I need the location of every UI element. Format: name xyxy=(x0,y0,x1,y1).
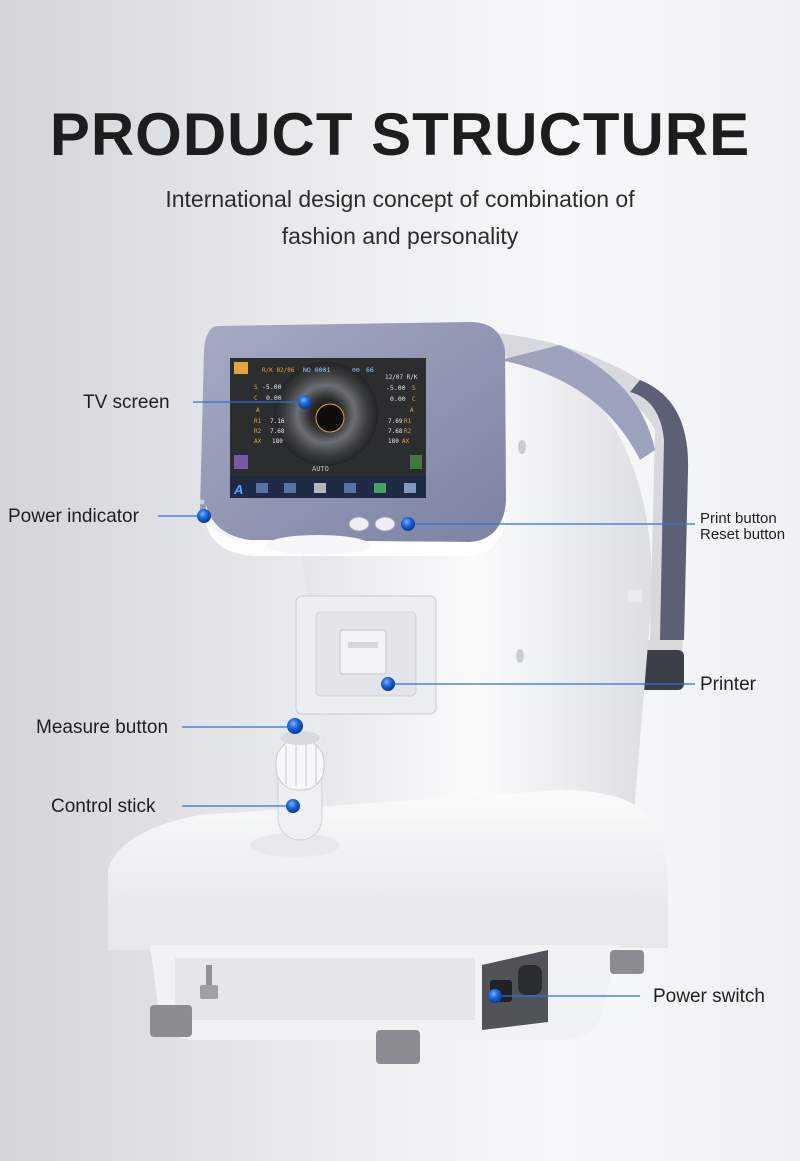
screen-vd: 66 xyxy=(366,366,374,374)
label-print-button: Print button xyxy=(700,510,777,527)
label-measure-button: Measure button xyxy=(36,717,169,738)
screen-menu-icon xyxy=(284,483,296,493)
callout-dot xyxy=(298,395,312,409)
label-power-switch: Power switch xyxy=(653,986,765,1007)
screen-left-r1: 7.16 xyxy=(270,418,285,425)
label-reset-button: Reset button xyxy=(700,526,786,543)
svg-text:S: S xyxy=(254,384,258,391)
svg-text:AX: AX xyxy=(254,438,262,445)
screen-right-cylinder: 0.00 xyxy=(390,395,406,403)
foot xyxy=(150,1005,192,1037)
svg-text:A: A xyxy=(256,407,260,414)
screen-right-sphere: -5.00 xyxy=(386,384,406,392)
svg-text:⊖⊖: ⊖⊖ xyxy=(352,366,360,374)
svg-text:R1: R1 xyxy=(404,418,412,425)
subtitle-line-2: fashion and personality xyxy=(281,223,519,249)
screen-menu-icon xyxy=(314,483,326,493)
screen-left-header: R/K 02/06 xyxy=(262,367,295,374)
screen-menu-icon xyxy=(256,483,268,493)
base-housing xyxy=(108,790,668,945)
screen-right-r1: 7.69 xyxy=(388,418,403,425)
screen-right-r2: 7.68 xyxy=(388,428,403,435)
foot xyxy=(376,1030,420,1064)
screen-number: NO 0001 xyxy=(303,366,330,374)
power-indicator-led xyxy=(199,499,205,505)
screen-right-header: 12/07 R/K xyxy=(385,374,418,381)
svg-text:R1: R1 xyxy=(254,418,262,425)
callout-dot xyxy=(197,509,211,523)
screen-menu-letter: A xyxy=(233,482,243,497)
screen-left-sphere: -5.00 xyxy=(262,383,282,391)
print-button xyxy=(348,516,370,532)
callout-dot xyxy=(286,799,300,813)
screen-left-cylinder: 0.00 xyxy=(266,394,282,402)
svg-text:R2: R2 xyxy=(254,428,262,435)
screen-menu-icon xyxy=(374,483,386,493)
foot xyxy=(610,950,644,974)
measure-button xyxy=(287,718,303,734)
page-title: PRODUCT STRUCTURE xyxy=(49,101,751,168)
svg-text:A: A xyxy=(410,407,414,414)
svg-text:S: S xyxy=(412,385,416,392)
svg-text:C: C xyxy=(412,396,416,403)
screen-left-r2: 7.68 xyxy=(270,428,285,435)
reset-button xyxy=(374,516,396,532)
callout-dot xyxy=(401,517,415,531)
label-power-indicator: Power indicator xyxy=(8,506,139,527)
label-printer: Printer xyxy=(700,674,756,695)
screen-mode: AUTO xyxy=(312,465,329,473)
label-control-stick: Control stick xyxy=(51,796,156,817)
screen-menu-icon xyxy=(404,483,416,493)
screen-left-axis: 180 xyxy=(272,438,283,445)
screen-right-axis: 180 xyxy=(388,438,399,445)
label-tv-screen: TV screen xyxy=(83,392,170,413)
callout-dot xyxy=(488,989,502,1003)
screen-menu-icon xyxy=(344,483,356,493)
svg-text:R2: R2 xyxy=(404,428,412,435)
subtitle-line-1: International design concept of combinat… xyxy=(165,186,635,212)
svg-text:AX: AX xyxy=(402,438,410,445)
callout-dot xyxy=(381,677,395,691)
svg-text:C: C xyxy=(254,395,258,402)
